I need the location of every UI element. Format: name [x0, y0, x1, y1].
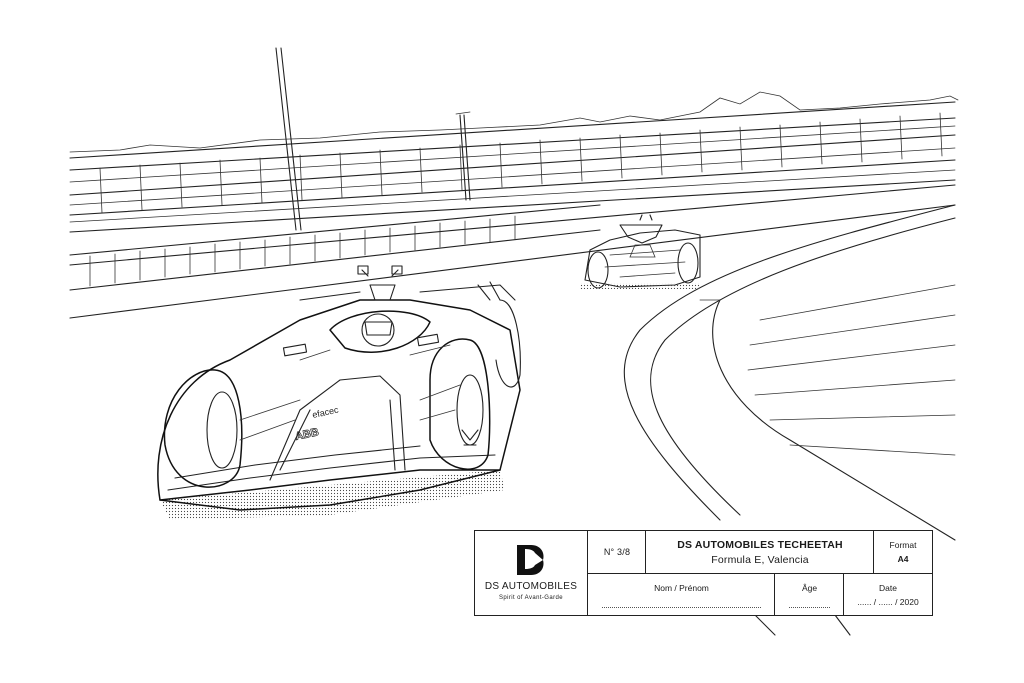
name-label: Nom / Prénom	[654, 583, 709, 593]
decal-efacec: efacec	[311, 405, 340, 420]
track	[624, 205, 955, 635]
title-block: DS AUTOMOBILES Spirit of Avant-Garde N° …	[474, 530, 933, 616]
barrier-fence	[70, 185, 955, 318]
team-name: DS AUTOMOBILES TECHEETAH	[677, 539, 843, 551]
decal-abb: ABB	[294, 426, 320, 443]
name-line[interactable]	[602, 607, 761, 608]
age-label: Âge	[801, 583, 818, 593]
grandstand	[70, 48, 958, 232]
brand-tagline: Spirit of Avant-Garde	[499, 595, 563, 601]
brand-name: DS AUTOMOBILES	[484, 581, 578, 592]
date-label: Date	[879, 583, 897, 593]
ds-logo-icon	[517, 545, 544, 575]
brand-logo: DS AUTOMOBILES Spirit of Avant-Garde	[475, 531, 587, 615]
format-cell: Format A4	[874, 531, 932, 573]
date-field[interactable]: Date ...... / ...... / 2020	[844, 573, 932, 615]
sheet-number: N° 3/8	[603, 547, 631, 557]
name-field[interactable]: Nom / Prénom	[588, 573, 775, 615]
sheet-title: DS AUTOMOBILES TECHEETAH Formula E, Vale…	[646, 531, 874, 573]
format-value: A4	[897, 554, 909, 564]
date-value[interactable]: ...... / ...... / 2020	[857, 597, 919, 607]
age-line[interactable]	[789, 607, 830, 608]
foreground-race-car: efacec ABB	[158, 266, 520, 520]
background-race-car	[580, 215, 700, 289]
event-name: Formula E, Valencia	[711, 554, 809, 566]
age-field[interactable]: Âge	[775, 573, 844, 615]
format-label: Format	[889, 540, 917, 550]
